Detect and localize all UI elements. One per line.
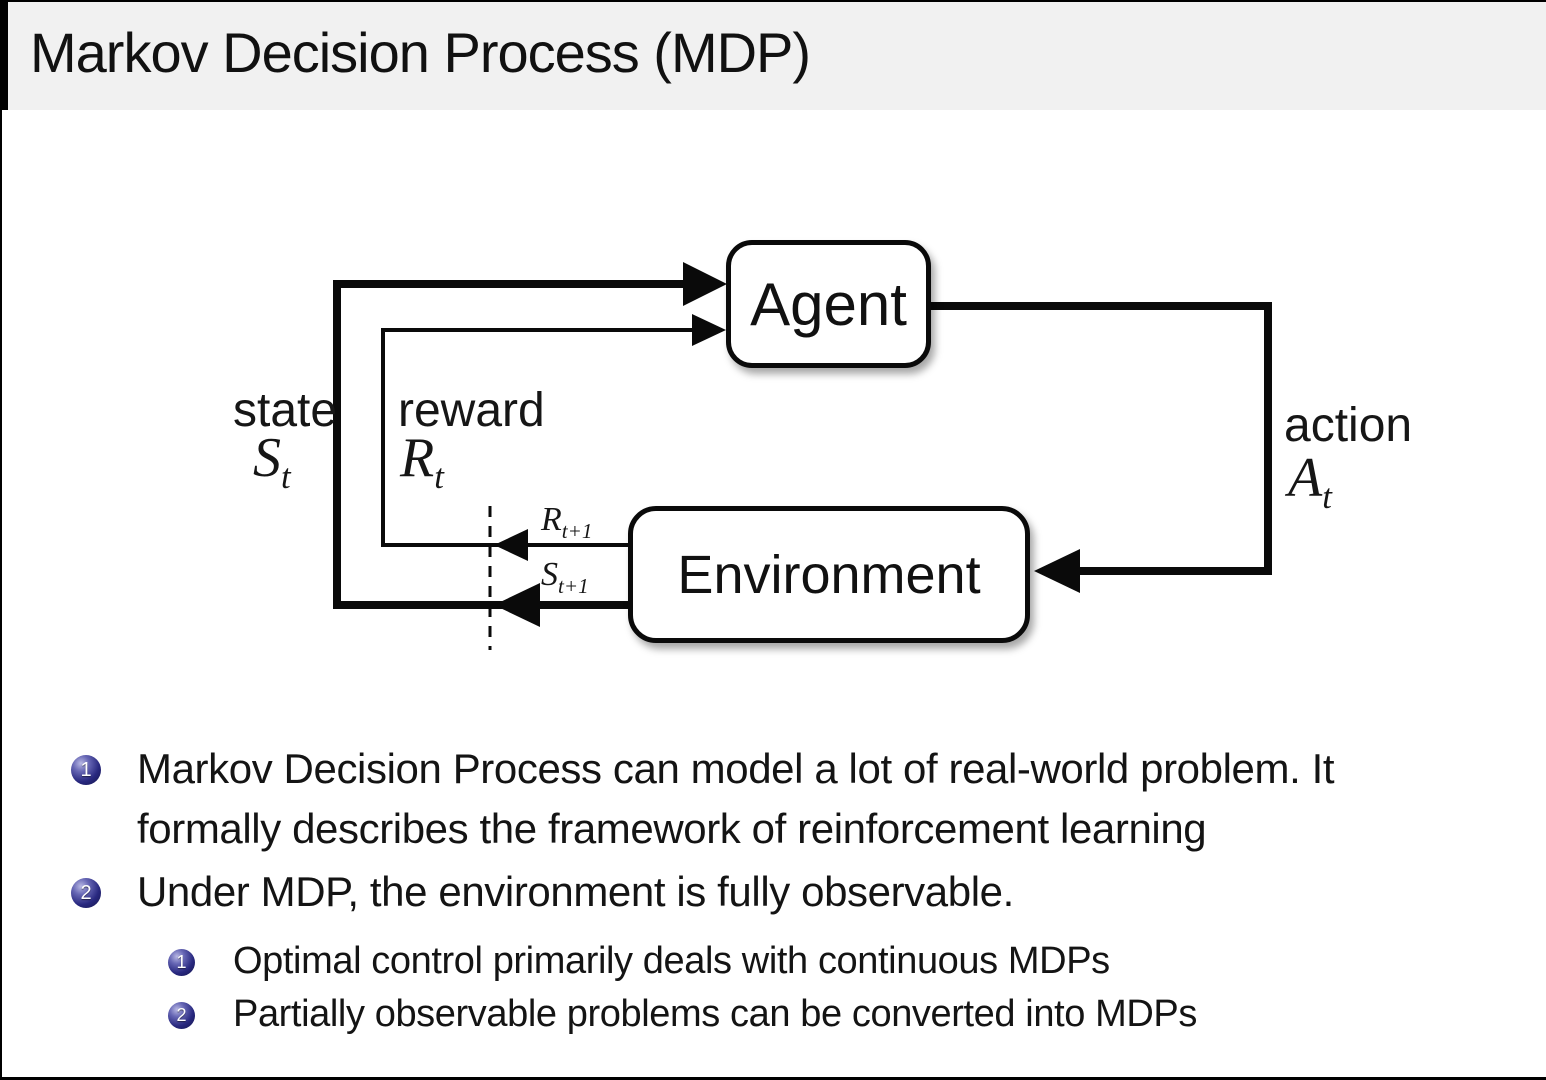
- next-state-symbol-letter: S: [541, 556, 558, 593]
- next-reward-symbol: Rt+1: [541, 501, 592, 541]
- next-reward-symbol-subscript: t+1: [561, 518, 593, 543]
- next-state-symbol: St+1: [541, 556, 589, 596]
- state-into-agent-arrowhead-icon: [683, 262, 727, 306]
- reward-word-label: reward: [398, 384, 545, 437]
- reward-into-agent-arrowhead-icon: [692, 314, 726, 346]
- mdp-diagram: Agent Environment state St reward Rt act…: [233, 240, 1413, 650]
- sub-bullet-1-text: Optimal control primarily deals with con…: [233, 940, 1110, 982]
- slide-left-edge: [0, 0, 2, 1080]
- action-into-environment-arrowhead-icon: [1034, 549, 1080, 593]
- environment-box: Environment: [628, 506, 1030, 643]
- sub-bullet-2-text: Partially observable problems can be con…: [233, 993, 1197, 1035]
- slide-header: Markov Decision Process (MDP): [0, 0, 1546, 110]
- reward-symbol-subscript: t: [434, 457, 444, 497]
- bullet-1-line-1: Markov Decision Process can model a lot …: [137, 745, 1335, 792]
- page-title: Markov Decision Process (MDP): [30, 21, 811, 84]
- bullet-2-marker: 2: [71, 878, 101, 908]
- reward-symbol-letter: R: [400, 427, 435, 489]
- next-reward-arrowhead-icon: [494, 529, 528, 561]
- bullet-1-marker: 1: [71, 755, 101, 785]
- state-symbol: St: [253, 426, 291, 494]
- slide-top-edge: [0, 0, 1546, 2]
- header-accent-bar: [0, 0, 8, 110]
- slide-bottom-edge: [0, 1077, 1546, 1080]
- reward-symbol: Rt: [400, 426, 444, 494]
- bullet-1-line-2: formally describes the framework of rein…: [137, 805, 1207, 852]
- action-symbol: At: [1288, 446, 1332, 514]
- action-symbol-letter: A: [1288, 447, 1323, 509]
- agent-box: Agent: [726, 240, 931, 368]
- diagram-arrows-canvas: [333, 262, 1272, 650]
- sub-bullet-1-marker: 1: [168, 949, 195, 976]
- state-symbol-subscript: t: [281, 457, 291, 497]
- action-word-label: action: [1284, 399, 1413, 452]
- next-state-symbol-subscript: t+1: [558, 573, 589, 598]
- state-loop-line: [333, 280, 698, 609]
- action-symbol-subscript: t: [1322, 477, 1332, 517]
- sub-bullet-2-marker: 2: [168, 1002, 195, 1029]
- next-state-arrowhead-icon: [494, 583, 540, 627]
- state-symbol-letter: S: [253, 427, 281, 489]
- bullet-2-line-1: Under MDP, the environment is fully obse…: [137, 868, 1014, 915]
- environment-box-label: Environment: [677, 544, 981, 605]
- next-reward-symbol-letter: R: [541, 501, 562, 538]
- agent-box-label: Agent: [750, 270, 907, 338]
- state-word-label: state: [233, 384, 338, 437]
- action-loop-line: [931, 302, 1272, 575]
